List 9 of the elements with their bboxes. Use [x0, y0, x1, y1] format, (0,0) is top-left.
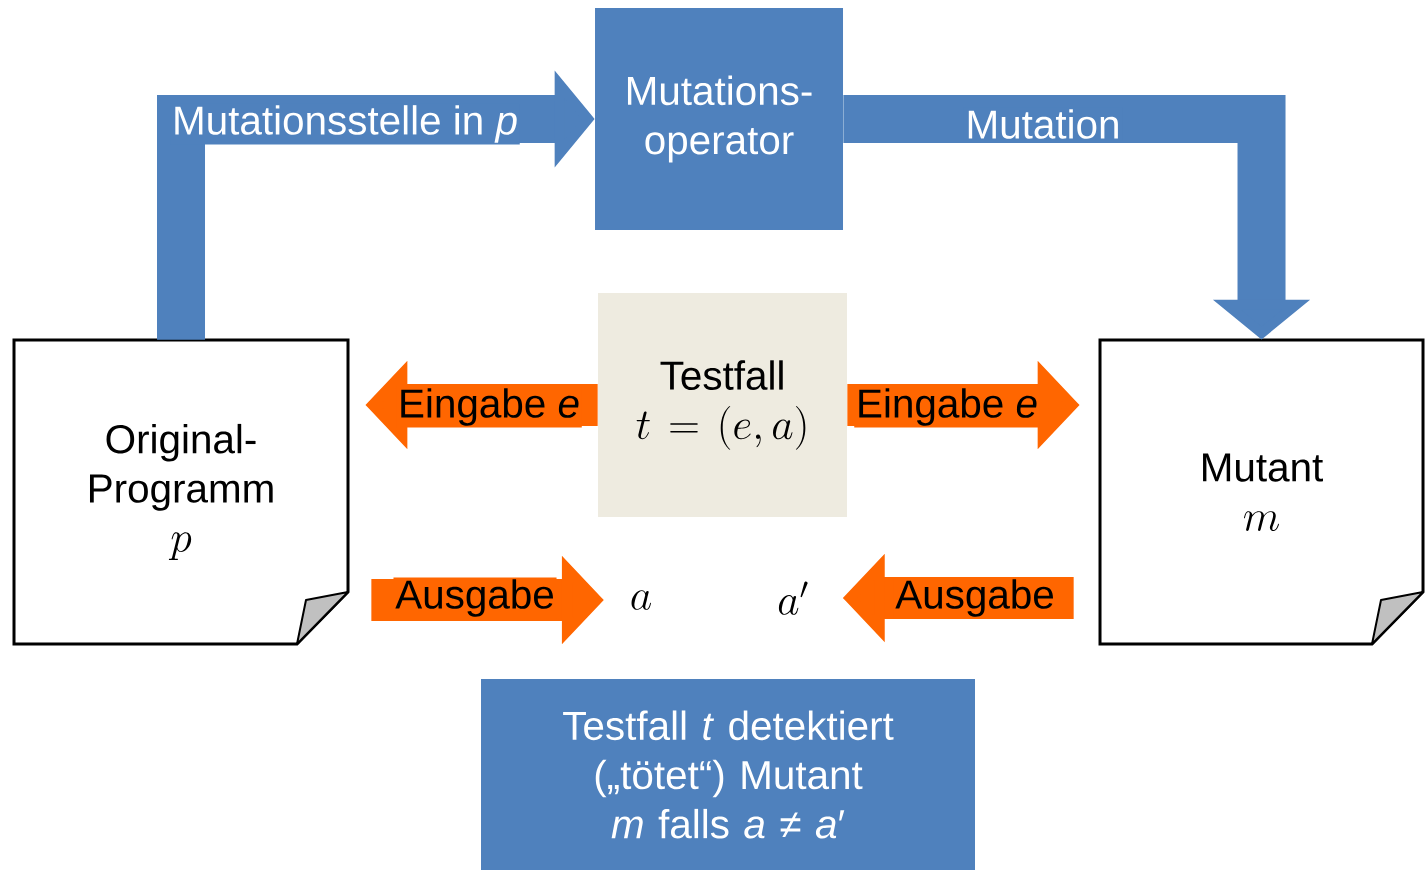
process-box: Mutations- operator: [595, 8, 843, 230]
edge-label: Mutationsstelle in p: [170, 103, 520, 145]
edge-label: Ausgabe: [393, 577, 557, 619]
test-case-box: Testfall $t = (e, a)$: [598, 293, 847, 517]
edge-label: Ausgabe: [893, 577, 1057, 619]
math-label: $a'$: [778, 581, 808, 615]
math-label: $a$: [631, 590, 651, 610]
process-box: Testfall t detektiert („tötet“) Mutant m falls a ≠ a′: [481, 679, 975, 870]
edge-label: Mutation: [963, 107, 1123, 141]
